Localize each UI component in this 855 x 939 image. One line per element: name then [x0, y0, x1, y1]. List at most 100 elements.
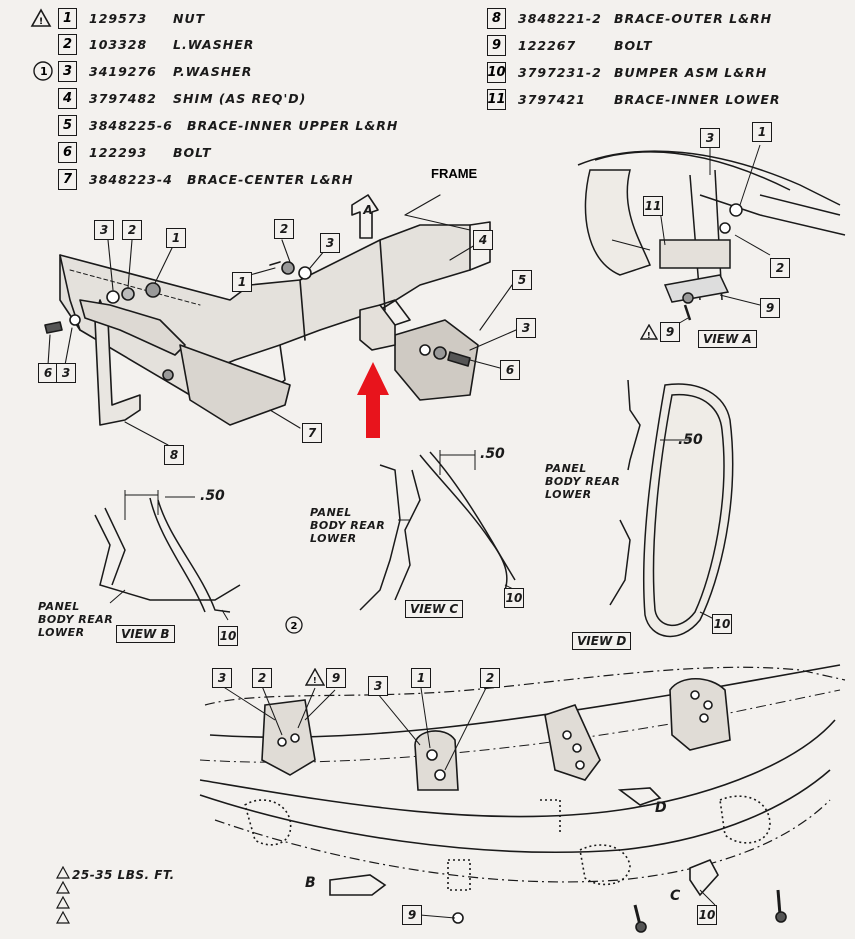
- callout-3: 3: [56, 363, 76, 383]
- circle-one-icon: 1: [33, 61, 53, 81]
- legend-desc: BRACE-INNER LOWER: [614, 91, 781, 107]
- callout-1: 1: [232, 272, 252, 292]
- callout-2: 2: [770, 258, 790, 278]
- legend-part: 3848223-4: [89, 171, 173, 187]
- svg-text:1: 1: [40, 65, 48, 78]
- legend-part: 3848225-6: [89, 117, 173, 133]
- callout-6: 6: [38, 363, 58, 383]
- legend-part: 129573: [89, 10, 148, 26]
- callout-3: 3: [368, 676, 388, 696]
- view-a-arrow-label: A: [363, 203, 373, 217]
- legend-part: 103328: [89, 36, 148, 52]
- legend-desc: P.WASHER: [173, 63, 253, 79]
- callout-4: 4: [473, 230, 493, 250]
- legend-part: 3797231-2: [518, 64, 602, 80]
- callout-3: 3: [700, 128, 720, 148]
- legend-desc: BUMPER ASM L&RH: [614, 64, 768, 80]
- view-b-label: VIEW B: [116, 625, 175, 643]
- callout-10: 10: [504, 588, 524, 608]
- view-c-label: VIEW C: [405, 600, 464, 618]
- callout-3: 3: [212, 668, 232, 688]
- legend-row-3: 1 3 3419276 P.WASHER: [32, 59, 252, 83]
- callout-9: 9: [326, 668, 346, 688]
- panel-note-c: PANEL BODY REAR LOWER: [310, 506, 386, 545]
- callout-3: 3: [94, 220, 114, 240]
- legend-num: 10: [487, 61, 506, 83]
- legend-row-1: ! 1 129573 NUT: [30, 6, 205, 30]
- legend-row-2: 2 103328 L.WASHER: [58, 32, 254, 56]
- svg-text:!: !: [313, 676, 317, 685]
- callout-3: 3: [320, 233, 340, 253]
- legend-part: 3419276: [89, 63, 157, 79]
- bumper-assembly: [199, 664, 846, 933]
- callout-2: 2: [252, 668, 272, 688]
- arrow-c-label: C: [670, 888, 681, 904]
- legend-num: 8: [487, 7, 506, 29]
- legend-part: 122267: [518, 37, 577, 53]
- frame-label: FRAME: [431, 166, 478, 181]
- legend-row-11: 11 3797421 BRACE-INNER LOWER: [487, 87, 781, 111]
- legend-part: 3797482: [89, 90, 157, 106]
- legend-num: 3: [58, 60, 77, 82]
- legend-desc: L.WASHER: [173, 36, 255, 52]
- brace-inner-upper: [359, 299, 479, 401]
- view-a-label: VIEW A: [698, 330, 757, 348]
- legend-part: 122293: [89, 144, 148, 160]
- callout-2: 2: [480, 668, 500, 688]
- callout-3: 3: [516, 318, 536, 338]
- legend-row-4: 4 3797482 SHIM (AS REQ'D): [58, 86, 306, 110]
- svg-text:!: !: [39, 17, 43, 27]
- view-d-section: [609, 379, 734, 637]
- callout-1: 1: [166, 228, 186, 248]
- brace-outer: [79, 299, 186, 426]
- legend-num: 6: [58, 141, 77, 163]
- torque-note: 25-35 LBS. FT.: [72, 868, 175, 882]
- arrow-b-label: B: [305, 875, 317, 891]
- legend-desc: BRACE-OUTER L&RH: [614, 10, 773, 26]
- warning-triangle-icon: !: [305, 668, 325, 686]
- legend-desc: BRACE-CENTER L&RH: [187, 171, 354, 187]
- leader-lines: [47, 239, 517, 446]
- legend-row-10: 10 3797231-2 BUMPER ASM L&RH: [487, 60, 767, 84]
- warning-triangle-stack-icon: [56, 866, 70, 924]
- svg-text:!: !: [647, 331, 651, 340]
- callout-1: 1: [752, 122, 772, 142]
- callout-10: 10: [697, 905, 717, 925]
- arrow-d-label: D: [655, 800, 668, 816]
- callout-11: 11: [643, 196, 663, 216]
- callout-2: 2: [274, 219, 294, 239]
- dimension-b: .50: [200, 488, 225, 504]
- legend-num: 2: [58, 33, 77, 55]
- legend-row-7: 7 3848223-4 BRACE-CENTER L&RH: [58, 167, 354, 191]
- panel-note-d: PANEL BODY REAR LOWER: [545, 462, 621, 501]
- callout-9: 9: [760, 298, 780, 318]
- brace-center: [179, 344, 291, 426]
- view-a-inset: [577, 144, 846, 326]
- legend-desc: SHIM (AS REQ'D): [173, 90, 307, 106]
- callout-9: 9: [402, 905, 422, 925]
- legend-part: 3848221-2: [518, 10, 602, 26]
- legend-num: 7: [58, 168, 77, 190]
- legend-num: 9: [487, 34, 506, 56]
- dimension-c: .50: [480, 446, 505, 462]
- callout-5: 5: [512, 270, 532, 290]
- legend-num: 5: [58, 114, 77, 136]
- legend-desc: BOLT: [173, 144, 212, 160]
- legend-row-9: 9 122267 BOLT: [487, 33, 653, 57]
- legend-num: 4: [58, 87, 77, 109]
- callout-10: 10: [712, 614, 732, 634]
- legend-part: 3797421: [518, 91, 586, 107]
- callout-10: 10: [218, 626, 238, 646]
- callout-9: 9: [660, 322, 680, 342]
- warning-triangle-icon: !: [30, 8, 52, 27]
- callout-2: 2: [122, 220, 142, 240]
- legend-row-5: 5 3848225-6 BRACE-INNER UPPER L&RH: [58, 113, 398, 137]
- hardware-right: [419, 344, 471, 367]
- legend-num: 11: [487, 88, 506, 110]
- panel-note-b: PANEL BODY REAR LOWER: [38, 600, 114, 639]
- frame-rail: [59, 214, 491, 421]
- legend-num: 1: [58, 7, 77, 29]
- callout-1: 1: [411, 668, 431, 688]
- legend-desc: BRACE-INNER UPPER L&RH: [187, 117, 399, 133]
